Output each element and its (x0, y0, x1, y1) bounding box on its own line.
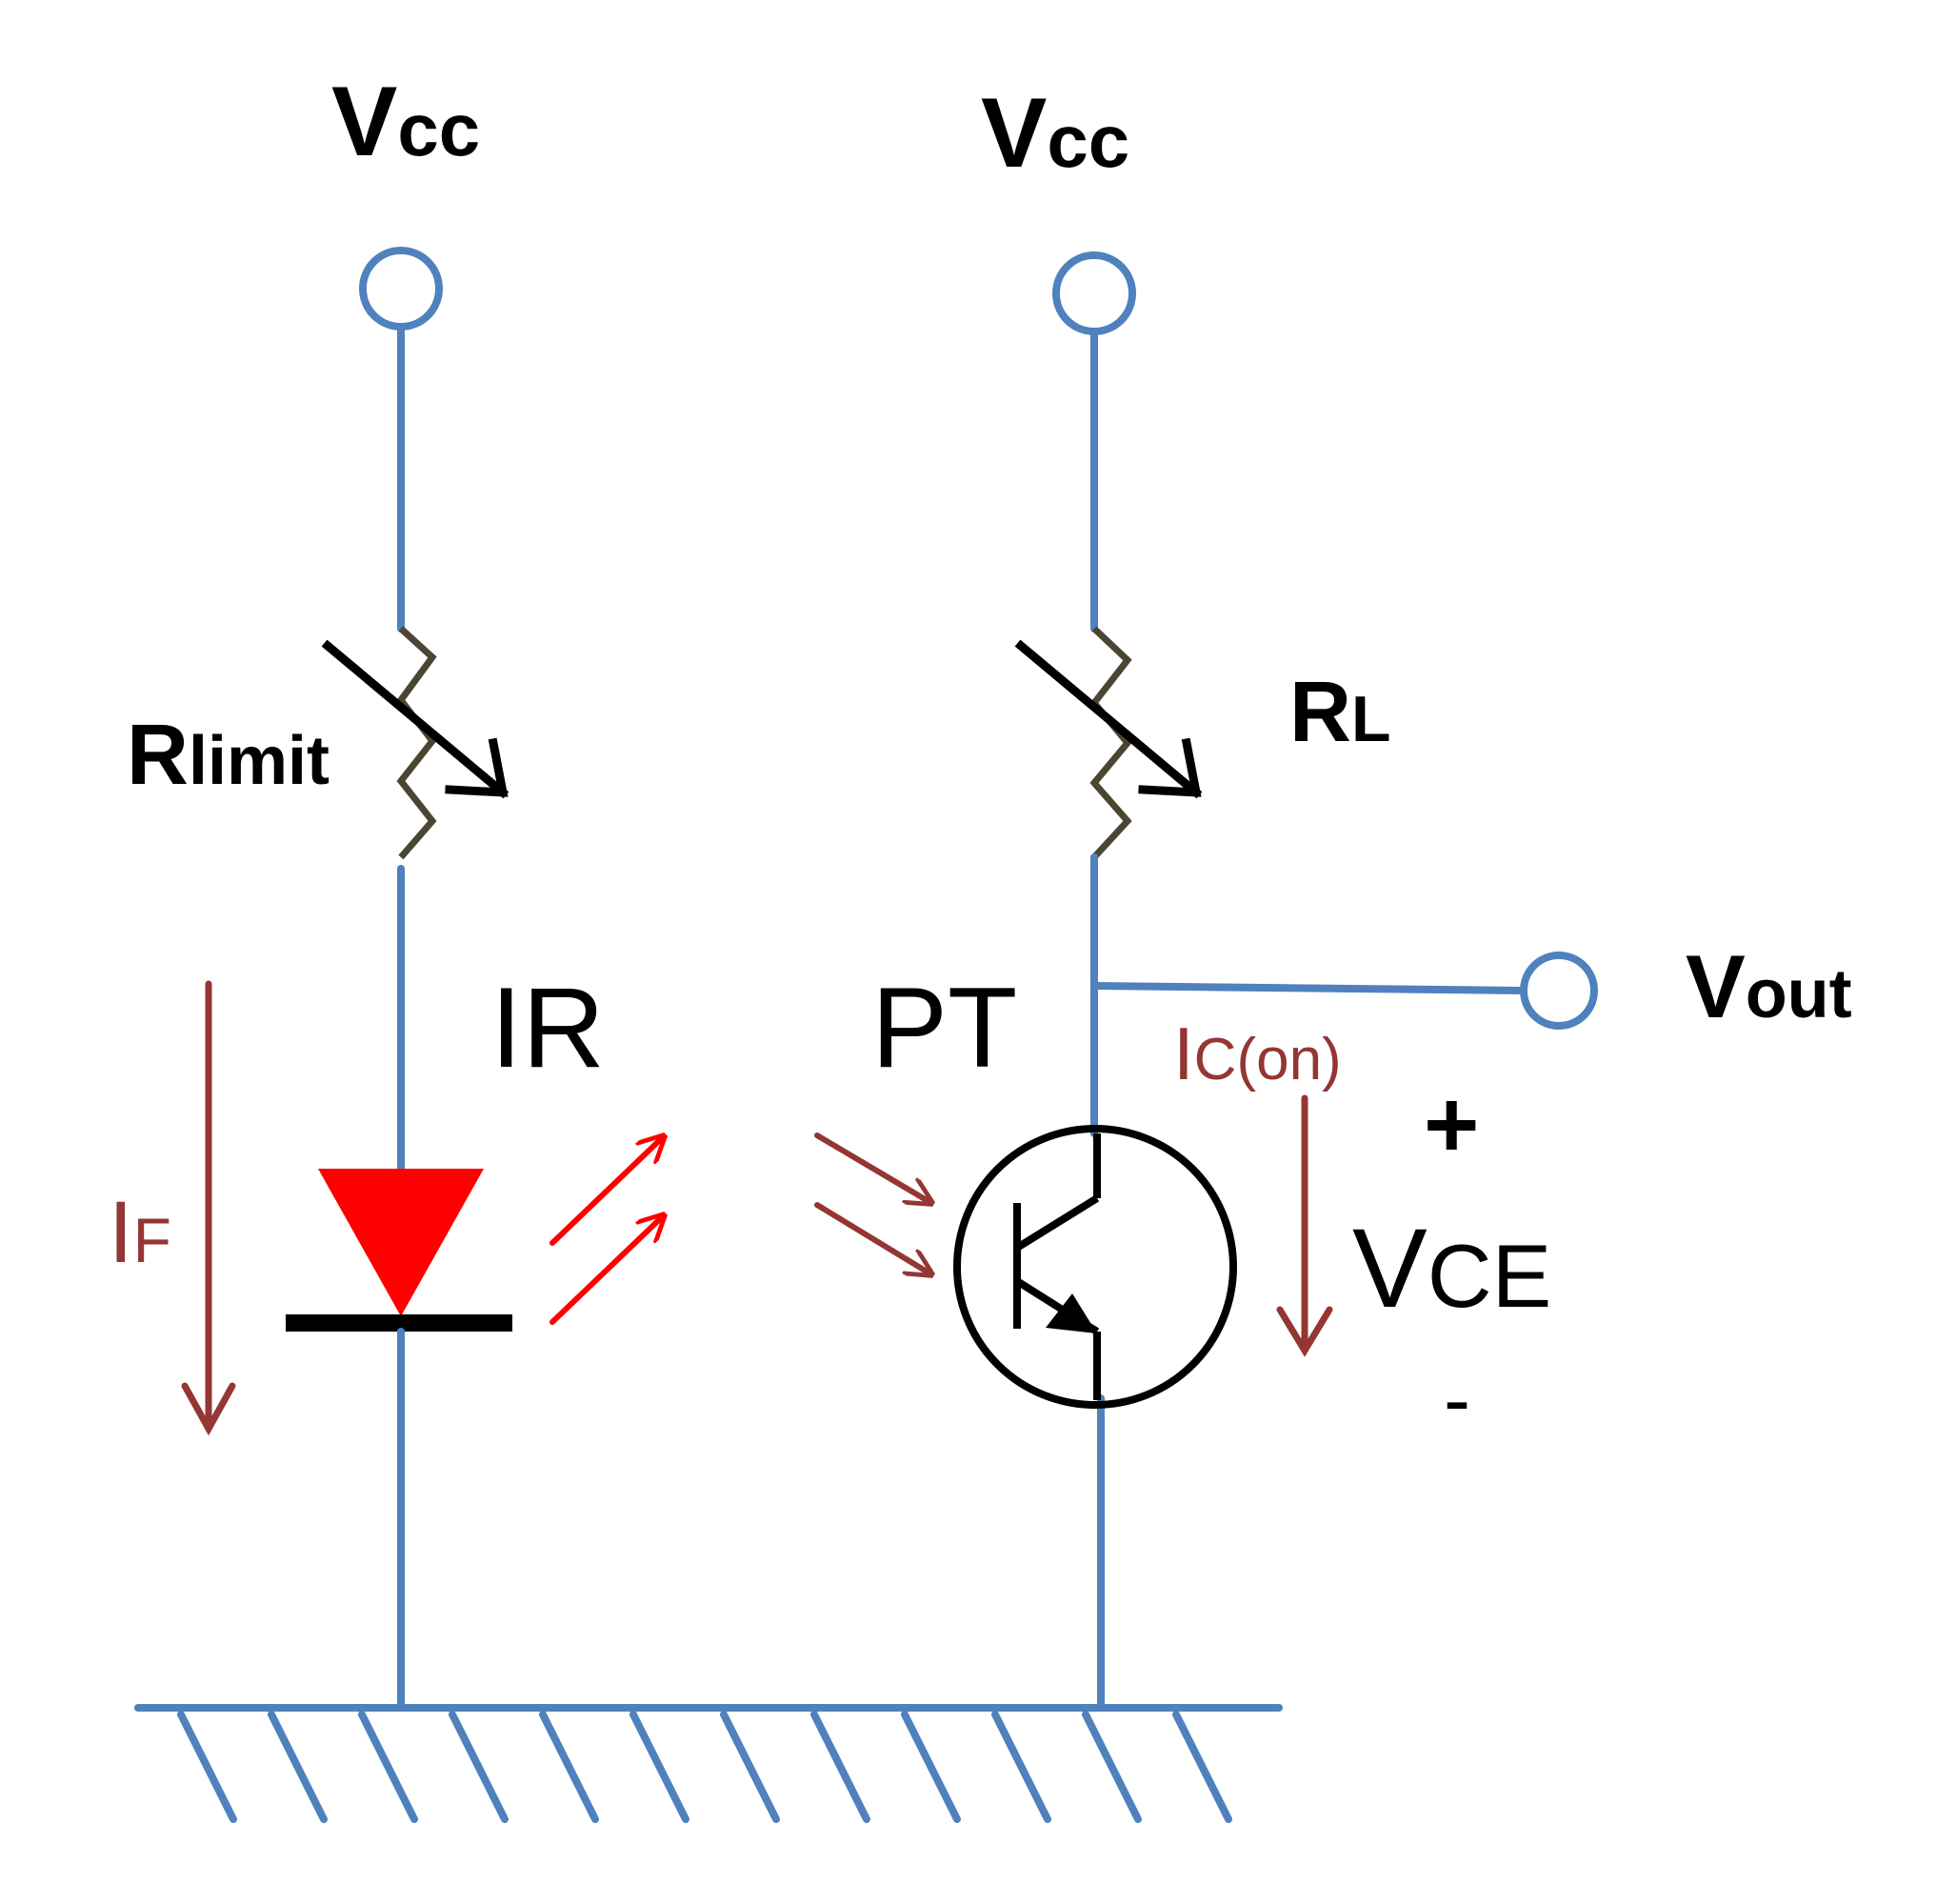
rl-resistor (1089, 626, 1132, 860)
ground-hatch (177, 1711, 1232, 1823)
vcc-right-label: Vcc (981, 78, 1129, 189)
phototransistor-collector (1014, 1194, 1100, 1252)
phototransistor-body (953, 1125, 1237, 1409)
ir-label: IR (490, 964, 605, 1092)
rl-adjust-arrow (1014, 639, 1203, 799)
rl-label: RL (1289, 665, 1391, 760)
rlimit-adjust-arrow (321, 639, 509, 799)
rlimit-resistor (396, 626, 437, 860)
left-branch (286, 247, 512, 1709)
vcc-left-terminal (359, 247, 443, 331)
vce-minus-sign: - (1444, 1354, 1470, 1444)
ir-led-triangle (318, 1169, 484, 1316)
wire-vout (1090, 982, 1526, 994)
if-current-arrow (181, 980, 236, 1436)
pt-label: PT (871, 964, 1017, 1092)
vout-terminal (1520, 952, 1598, 1030)
phototransistor (953, 1125, 1237, 1409)
right-branch (1052, 251, 1598, 1709)
ground (134, 1704, 1283, 1823)
vcc-left-label: Vcc (331, 67, 480, 177)
vout-label: Vout (1686, 936, 1852, 1036)
ic-on-label: IC(on) (1173, 1012, 1342, 1095)
if-label: IF (109, 1184, 171, 1281)
vce-label: VCE (1352, 1206, 1551, 1332)
ir-emitted-rays (549, 1136, 664, 1325)
vcc-right-terminal (1052, 251, 1136, 335)
vce-plus-sign: + (1424, 1072, 1479, 1178)
pt-incoming-rays (814, 1132, 931, 1274)
emitter-arrowhead (1046, 1293, 1097, 1333)
ic-current-arrow (1276, 1094, 1333, 1357)
rlimit-label: Rlimit (127, 708, 329, 803)
